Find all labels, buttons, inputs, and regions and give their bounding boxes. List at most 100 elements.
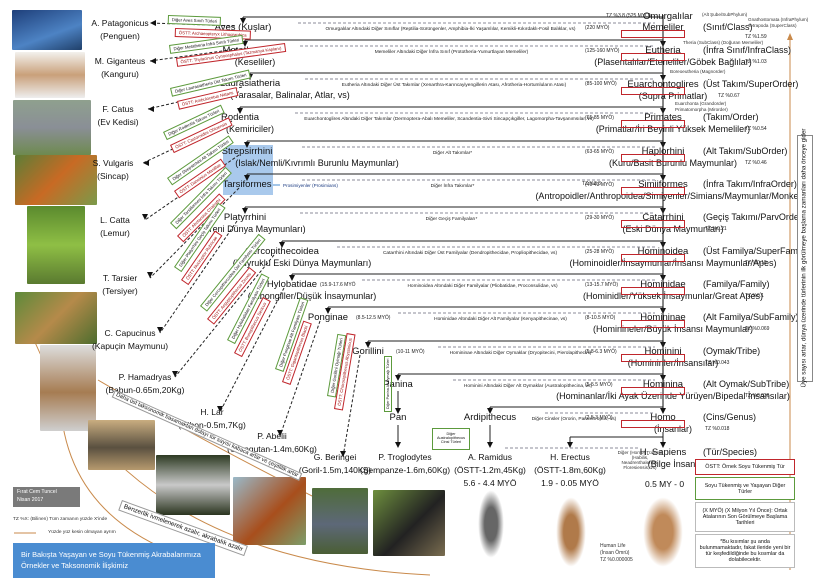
branch-node-12: Ardipithecus bbox=[463, 412, 517, 423]
species-name-6: C. Capucinus bbox=[104, 328, 156, 338]
rank-level-5: (İnfra Takım/InfraOrder) bbox=[703, 179, 797, 189]
branch-desc-11: Hominini Altındaki Diğer Alt Oymaklar (A… bbox=[463, 384, 593, 389]
extinct-example-marker bbox=[621, 387, 685, 395]
arrow-icon bbox=[147, 272, 153, 278]
rank-tz-8: TZ %0.1 bbox=[745, 293, 764, 299]
branch-desc-12: Diğer Cinsler (Ororin, Paranthropus, vs) bbox=[531, 417, 617, 422]
branch-common-7: (Kuyruklu Eski Dünya Maymunları) bbox=[232, 258, 372, 268]
arrow-down-icon bbox=[567, 442, 573, 448]
species-link-10 bbox=[342, 354, 361, 458]
prosimians-label: Prosimiyenler (Prosimians) bbox=[283, 183, 338, 188]
species-common-9: (Orangutan-1.4m,60Kg) bbox=[227, 444, 317, 454]
rank-common-7: (Hominoidler/İnsaymunlar/İnsansı Maymunl… bbox=[569, 258, 777, 268]
rank-level-8: (Familya/Family) bbox=[703, 279, 770, 289]
species-name-5: T. Tarsier bbox=[102, 273, 138, 283]
species-common-8: (Gibon-0.5m,7Kg) bbox=[178, 420, 246, 430]
branch-node-3: Rodentia bbox=[220, 112, 260, 123]
species-link-9 bbox=[279, 320, 321, 437]
homo-others: Diğer (Homo) Türler(i) (Habilis, Neadren… bbox=[617, 450, 663, 470]
rank-level-7: (Üst Familya/SuperFamily) bbox=[703, 246, 810, 256]
tarsier-photo bbox=[15, 292, 97, 344]
rank-common-1: (Plasentalılar/Eteneliler/Göbek Bağlılar… bbox=[594, 57, 752, 67]
baboon-photo bbox=[88, 420, 155, 470]
sapiens-myo: 0.5 MY - 0 bbox=[645, 479, 685, 489]
arrow-down-icon bbox=[237, 108, 243, 114]
author-name: Fırat Cem Tuncel bbox=[17, 489, 57, 495]
arrow-down-icon bbox=[325, 308, 331, 314]
species-myo-12: 5.6 - 4.4 MYÖ bbox=[463, 478, 517, 488]
gorilla-photo bbox=[312, 488, 368, 554]
arrow-down-icon bbox=[242, 208, 248, 214]
arrow-icon bbox=[217, 406, 223, 412]
arrow-icon bbox=[142, 214, 148, 220]
branch-common-4: (Islak/Nemli/Kıvrımlı Burunlu Maymunlar) bbox=[235, 158, 399, 168]
arrow-up-icon bbox=[787, 33, 793, 40]
human-life-tr: (İnsan Ömrü) bbox=[600, 550, 630, 556]
branch-desc-9: Hominidae Altındaki Diğer Alt Familyalar… bbox=[434, 317, 567, 322]
arrow-down-icon bbox=[240, 18, 246, 24]
branch-myo-1: (125-160 MYÖ) bbox=[585, 48, 620, 54]
arrow-icon bbox=[157, 327, 163, 333]
species-common-6: (Kapuçin Maymunu) bbox=[91, 341, 169, 351]
penguin-photo bbox=[12, 10, 82, 50]
subphylum-label: (Alt Şube/SubPhylum) bbox=[702, 12, 748, 17]
panina-other-box: Diğer Panina Alt Oymağı Türleri bbox=[384, 355, 392, 412]
rank-level-3: (Takım/Order) bbox=[703, 112, 759, 122]
rank-common-6: (Eski Dünya Maymunları) bbox=[622, 224, 724, 234]
branch-desc-6: Diğer Geçiş Familyaları* bbox=[425, 217, 478, 222]
branch-myo-3: (65-85 MYÖ) bbox=[585, 115, 614, 121]
rank-node-10: Hominini bbox=[644, 346, 682, 357]
branch-common-3: (Kemiriciler) bbox=[226, 124, 274, 134]
orangutan-photo bbox=[233, 477, 306, 545]
species-common-3: (Sincap) bbox=[97, 171, 129, 181]
homo-erectus-figure bbox=[556, 497, 586, 567]
branch-desc-10: Homininae Altındaki Diğer Oymaklar (Dryo… bbox=[449, 351, 592, 356]
rank-tz-10: TZ %0.043 bbox=[705, 360, 730, 366]
branch-node-2: Laurasiatheria bbox=[219, 78, 281, 89]
rank-common-10: (Homininler/İnsansılar) bbox=[627, 358, 719, 368]
arrow-down-icon bbox=[395, 442, 401, 448]
rank-node-4: Haplorhini bbox=[641, 146, 685, 157]
rank-node-5: Simiiformes bbox=[638, 179, 688, 190]
rank-tz-11: TZ %0.036 bbox=[745, 393, 770, 399]
branch-desc-8: Hominoidea Altındaki Diğer Familyalar (P… bbox=[407, 284, 558, 289]
lemur-photo bbox=[27, 206, 85, 284]
pan-node: Pan bbox=[389, 412, 407, 423]
branch-node-7: Cercopithecoidea bbox=[245, 246, 319, 257]
capuchin-photo bbox=[40, 345, 96, 431]
branch-desc-5: Diğer İnfra Takımlar* bbox=[430, 184, 475, 189]
branch-node-6: Platyrrhini bbox=[223, 212, 267, 223]
species-myo-13: 1.9 - 0.05 MYÖ bbox=[541, 478, 599, 488]
species-common-7: (Babun-0.65m,20Kg) bbox=[105, 385, 185, 395]
branch-myo-6: (29-30 MYÖ) bbox=[585, 215, 614, 221]
arrow-down-icon bbox=[244, 175, 250, 181]
branch-myo-5: (40-43 MYÖ) bbox=[585, 182, 614, 188]
species-common-13: (ÖSTT-1.8m,60Kg) bbox=[534, 465, 606, 475]
species-common-0: (Penguen) bbox=[100, 31, 140, 41]
rank-level-2: (Üst Takım/SuperOrder) bbox=[703, 79, 799, 89]
human-life-tz: TZ %0.000005 bbox=[600, 557, 633, 563]
rank-common-2: (Supra Primatlar) bbox=[638, 91, 708, 101]
branch-own-myo-10: (10-11 MYÖ) bbox=[396, 349, 425, 355]
rank-level-12: (Cins/Genus) bbox=[703, 412, 757, 422]
prosimian-highlight bbox=[223, 145, 273, 195]
arrow-down-icon bbox=[487, 408, 493, 414]
species-name-1: M. Giganteus bbox=[94, 56, 146, 66]
arrow-icon bbox=[340, 451, 346, 457]
branch-desc-2: Eutheria Altındaki Diğer Üst Takımlar (X… bbox=[341, 83, 567, 88]
species-name-0: A. Patagonicus bbox=[91, 18, 149, 28]
branch-node-4: Strepsirrhini bbox=[221, 146, 273, 157]
ardipithecus-other-box: Diğer Australopithecus Cinsi Türleri bbox=[432, 428, 470, 450]
branch-myo-7: (25-28 MYÖ) bbox=[585, 249, 614, 255]
squirrel-photo bbox=[15, 155, 97, 205]
arrow-down-icon bbox=[289, 275, 295, 281]
arrow-down-icon bbox=[279, 242, 285, 248]
rank-node-6: Catarrhini bbox=[642, 212, 684, 223]
kangaroo-photo bbox=[15, 52, 85, 98]
branch-myo-12: (2.5-3 MYÖ) bbox=[585, 415, 613, 421]
branch-myo-8: (13-15.7 MYÖ) bbox=[585, 282, 619, 288]
branch-common-8: (Gibongiller/Düşük İnsaymunlar) bbox=[247, 291, 377, 301]
species-link-7 bbox=[174, 254, 275, 378]
species-name-12: A. Ramidus bbox=[468, 452, 512, 462]
extinct-example-marker bbox=[621, 30, 685, 38]
